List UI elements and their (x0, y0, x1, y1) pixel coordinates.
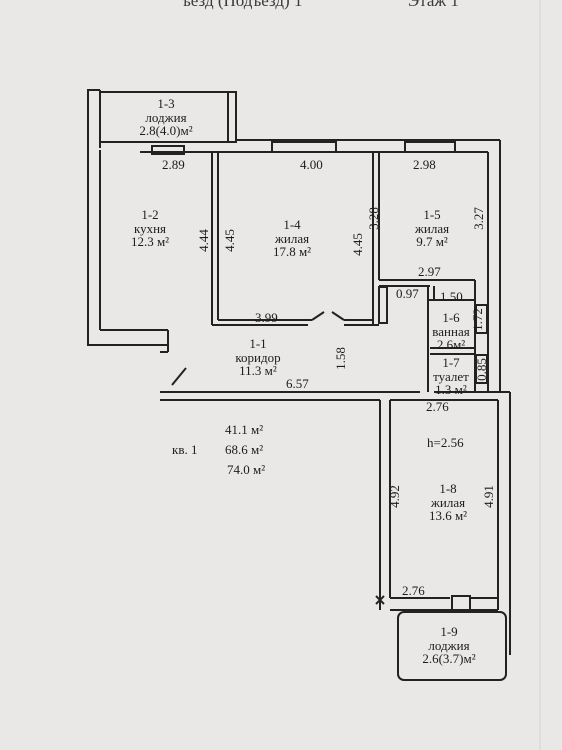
dimension-label: 1.72 (469, 308, 485, 331)
total-area-with-loggia: 74.0 м² (227, 462, 266, 477)
dimension-label: 3.28 (365, 207, 381, 230)
dimension-label: 2.76 (426, 399, 449, 414)
dimension-label: 4.45 (349, 233, 365, 256)
dimension-label: 2.89 (162, 157, 185, 172)
window (451, 595, 471, 611)
total-area: 68.6 м² (225, 442, 264, 457)
dimension-label: 6.57 (286, 376, 309, 391)
dimension-label: 3.99 (255, 310, 278, 325)
dimension-label: 4.00 (300, 157, 323, 172)
window (404, 141, 456, 153)
dimension-label: 1.58 (332, 347, 348, 370)
dimension-label: 4.91 (480, 485, 496, 508)
window (475, 304, 488, 334)
dimension-label: 2.76 (402, 583, 425, 598)
dimension-label: 3.27 (470, 207, 486, 230)
loggia-1-3-outline (99, 91, 237, 143)
loggia-1-9-outline (397, 611, 507, 681)
dimension-label: 4.45 (221, 229, 237, 252)
dimension-label: 2.98 (413, 157, 436, 172)
window (475, 354, 488, 384)
outer-wall (87, 89, 100, 148)
outer-wall (87, 148, 100, 346)
dimension-label: 0.97 (396, 286, 419, 301)
living-area: 41.1 м² (225, 422, 264, 437)
plan-header-entrance: ъезд (Подъезд) 1 (182, 0, 303, 10)
window (271, 141, 337, 153)
dimension-label: 2.97 (418, 264, 441, 279)
dimension-label: 0.85 (473, 358, 489, 381)
plan-header-floor: Этаж 1 (408, 0, 459, 10)
dimension-label: 1.50 (440, 289, 463, 304)
apartment-label: кв. 1 (172, 442, 198, 457)
ceiling-height: h=2.56 (427, 435, 464, 450)
dimension-label: 4.92 (386, 485, 402, 508)
dimension-label: 4.44 (195, 229, 211, 252)
window (151, 145, 185, 155)
